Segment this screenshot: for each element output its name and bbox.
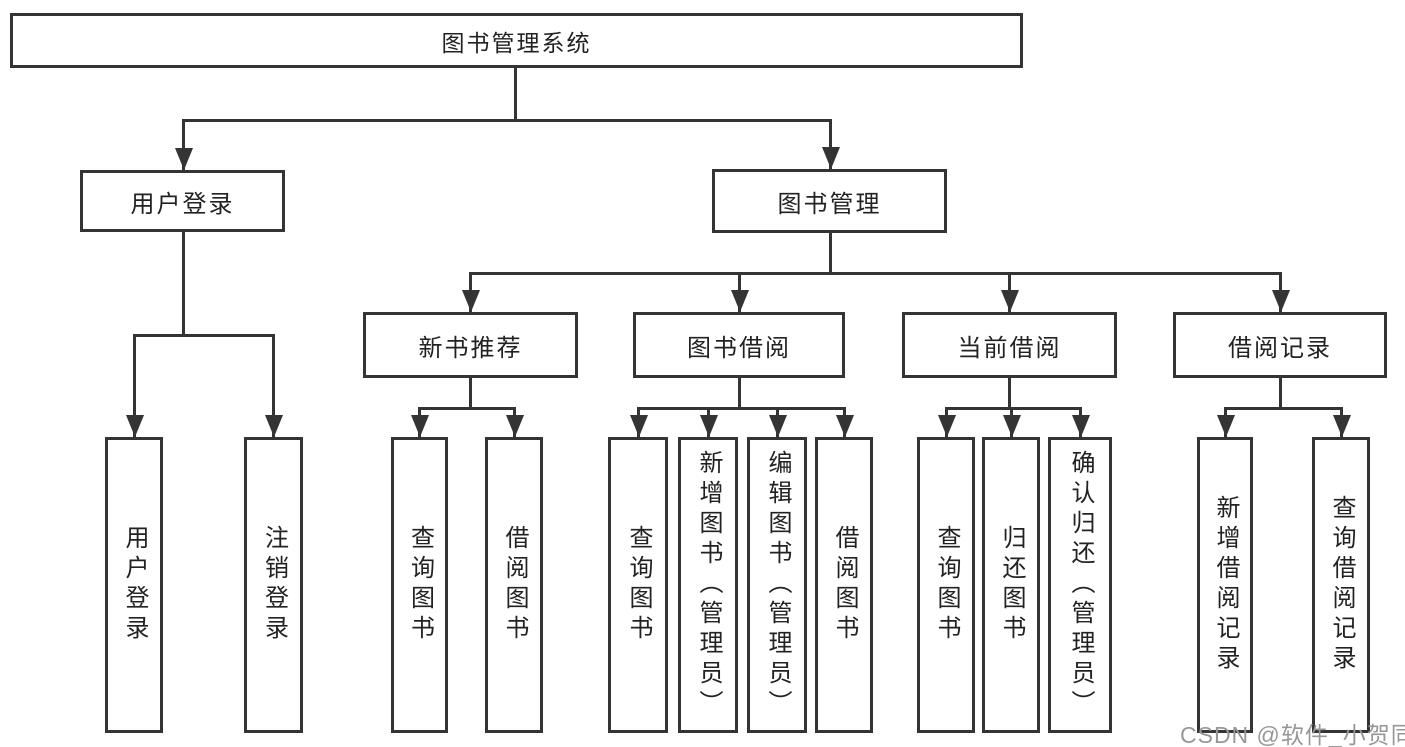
leaf-borrow-query-books-label: 查询图书 — [625, 525, 652, 645]
connector-line — [182, 232, 185, 336]
arrow-down-icon — [1003, 415, 1021, 437]
node-user-login: 用户登录 — [80, 170, 285, 232]
node-root-label: 图书管理系统 — [441, 29, 592, 56]
connector-line — [829, 119, 832, 169]
watermark: CSDN @软件_小贺同学 — [1180, 722, 1405, 747]
connector-line — [738, 378, 741, 409]
arrow-down-icon — [836, 415, 854, 437]
connector-line — [469, 272, 1282, 275]
arrow-down-icon — [126, 415, 144, 437]
connector-line — [945, 407, 1082, 410]
leaf-user-login-label: 用户登录 — [121, 525, 148, 645]
connector-line — [637, 407, 846, 410]
arrow-down-icon — [1001, 290, 1019, 312]
leaf-logout: 注销登录 — [244, 437, 303, 733]
arrow-down-icon — [462, 290, 480, 312]
leaf-add-book-admin: 新增图书（管理员） — [678, 437, 738, 733]
leaf-borrow-query-books: 查询图书 — [608, 437, 668, 733]
leaf-current-query-books-label: 查询图书 — [933, 525, 960, 645]
node-book-borrow: 图书借阅 — [633, 312, 845, 378]
leaf-query-borrow-record-label: 查询借阅记录 — [1328, 495, 1355, 675]
leaf-borrow-books: 借阅图书 — [815, 437, 873, 733]
connector-line — [1008, 378, 1011, 409]
node-borrow-records: 借阅记录 — [1173, 312, 1387, 378]
node-new-book-recommend-label: 新书推荐 — [418, 334, 523, 362]
arrow-down-icon — [1272, 290, 1290, 312]
leaf-borrow-books-label: 借阅图书 — [831, 525, 858, 645]
connector-line — [1224, 407, 1343, 410]
leaf-recommend-borrow-books-label: 借阅图书 — [501, 525, 528, 645]
arrow-down-icon — [700, 415, 718, 437]
connector-line — [133, 334, 275, 337]
connector-line — [469, 378, 472, 409]
leaf-confirm-return-admin-label: 确认归还（管理员） — [1067, 450, 1094, 720]
node-book-management-label: 图书管理 — [777, 190, 882, 218]
leaf-query-borrow-record: 查询借阅记录 — [1312, 437, 1370, 733]
leaf-recommend-borrow-books: 借阅图书 — [485, 437, 543, 733]
arrow-down-icon — [938, 415, 956, 437]
arrow-down-icon — [1333, 415, 1351, 437]
node-current-borrow: 当前借阅 — [902, 312, 1117, 378]
connector-line — [829, 233, 832, 274]
node-book-borrow-label: 图书借阅 — [687, 334, 791, 362]
arrow-down-icon — [731, 290, 749, 312]
leaf-edit-book-admin-label: 编辑图书（管理员） — [764, 450, 791, 720]
node-root: 图书管理系统 — [10, 13, 1023, 68]
leaf-logout-label: 注销登录 — [260, 525, 288, 645]
arrow-down-icon — [265, 415, 283, 437]
arrow-down-icon — [506, 415, 524, 437]
leaf-add-borrow-record-label: 新增借阅记录 — [1212, 495, 1239, 675]
connector-line — [182, 119, 832, 122]
leaf-user-login: 用户登录 — [105, 437, 163, 733]
leaf-return-books-label: 归还图书 — [998, 525, 1025, 645]
node-user-login-label: 用户登录 — [130, 190, 235, 218]
node-borrow-records-label: 借阅记录 — [1228, 334, 1332, 362]
leaf-recommend-query-books: 查询图书 — [391, 437, 448, 733]
connector-line — [133, 334, 136, 437]
leaf-edit-book-admin: 编辑图书（管理员） — [747, 437, 807, 733]
arrow-down-icon — [1217, 415, 1235, 437]
arrow-down-icon — [411, 415, 429, 437]
connector-line — [182, 119, 185, 170]
node-current-borrow-label: 当前借阅 — [957, 334, 1062, 362]
connector-line — [1279, 378, 1282, 409]
arrow-down-icon — [175, 148, 193, 170]
arrow-down-icon — [630, 415, 648, 437]
connector-line — [418, 407, 516, 410]
arrow-down-icon — [822, 147, 840, 169]
connector-line — [272, 334, 275, 437]
arrow-down-icon — [1072, 415, 1090, 437]
node-book-management: 图书管理 — [712, 169, 947, 233]
leaf-current-query-books: 查询图书 — [917, 437, 975, 733]
leaf-recommend-query-books-label: 查询图书 — [406, 525, 434, 645]
leaf-add-book-admin-label: 新增图书（管理员） — [695, 450, 722, 720]
leaf-return-books: 归还图书 — [982, 437, 1040, 733]
node-new-book-recommend: 新书推荐 — [363, 312, 578, 378]
leaf-add-borrow-record: 新增借阅记录 — [1197, 437, 1253, 733]
leaf-confirm-return-admin: 确认归还（管理员） — [1048, 437, 1112, 733]
arrow-down-icon — [769, 415, 787, 437]
connector-line — [514, 68, 517, 122]
